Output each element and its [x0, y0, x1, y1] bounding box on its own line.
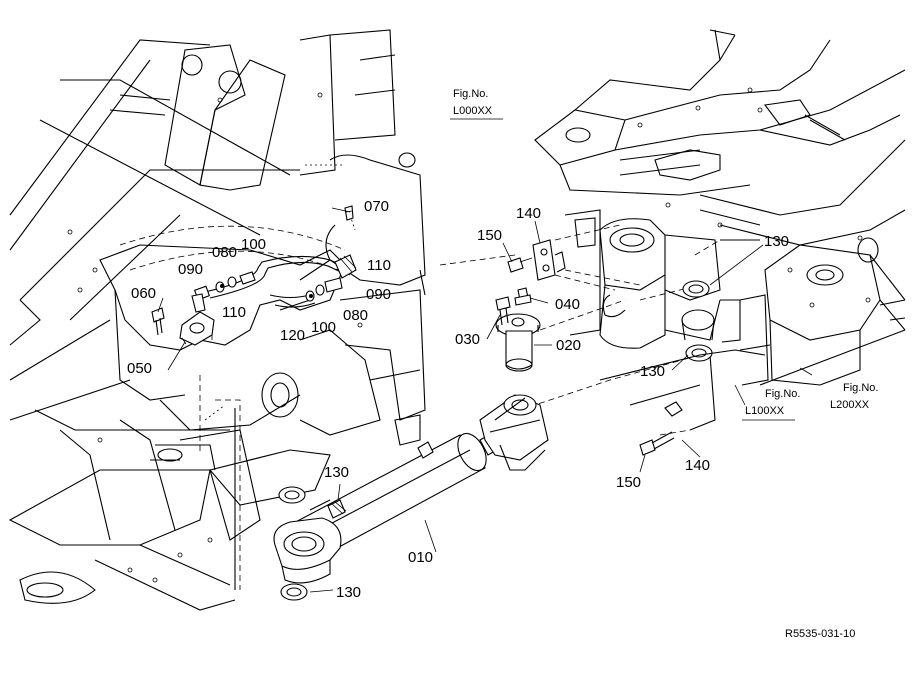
lower-fasteners: [639, 401, 683, 456]
swing-cylinder-010: [273, 394, 549, 584]
part-label-120: 120: [280, 327, 305, 344]
part-labels: 010 020 030 040 050 060 070 080 080 090 …: [127, 198, 789, 601]
hose-fittings: [191, 254, 357, 313]
part-label-060: 060: [131, 285, 156, 302]
leader-lines: [9, 164, 760, 590]
washers-130-cylinder: [278, 486, 308, 601]
part-label-090-upper: 090: [178, 261, 203, 278]
part-label-130-cyl-lower: 130: [336, 584, 361, 601]
part-label-030: 030: [455, 331, 480, 348]
part-label-130-pin-lower: 130: [640, 363, 665, 380]
part-label-140-upper: 140: [516, 205, 541, 222]
fig-ref-line1: Fig.No.: [453, 88, 488, 100]
drawing-code: R5535-031-10: [785, 628, 855, 640]
fig-ref-line2: L000XX: [453, 105, 493, 117]
main-frame-right: [534, 29, 906, 406]
fig-ref-l100: Fig.No. L100XX: [742, 388, 800, 421]
fig-ref-line1: Fig.No.: [843, 382, 878, 394]
part-label-070: 070: [364, 198, 389, 215]
part-label-080-upper: 080: [212, 244, 237, 261]
washers-130-pin: [681, 280, 715, 362]
part-label-130-cyl-upper: 130: [324, 464, 349, 481]
part-label-150-upper: 150: [477, 227, 502, 244]
part-label-130-pin-upper: 130: [764, 233, 789, 250]
fig-ref-leaders: [734, 367, 813, 406]
fig-ref-l000: Fig.No. L000XX: [450, 88, 503, 120]
fig-ref-line2: L200XX: [830, 399, 870, 411]
fig-ref-line1: Fig.No.: [765, 388, 800, 400]
part-label-110-right: 110: [367, 257, 391, 274]
part-label-090-lower: 090: [366, 286, 391, 303]
main-frame-left: [8, 29, 426, 611]
swing-pin-020: [495, 313, 541, 372]
plate-050: [179, 311, 215, 346]
part-label-100-lower: 100: [311, 319, 336, 336]
fig-ref-l200: Fig.No. L200XX: [830, 382, 878, 411]
part-label-040: 040: [555, 296, 580, 313]
part-label-140-lower: 140: [685, 457, 710, 474]
swing-bracket: [532, 209, 721, 349]
part-label-080-lower: 080: [343, 307, 368, 324]
part-label-020: 020: [556, 337, 581, 354]
label-leaders: [157, 207, 764, 593]
part-label-110-left: 110: [222, 304, 246, 321]
part-label-100-upper: 100: [241, 236, 266, 253]
part-label-150-lower: 150: [616, 474, 641, 491]
part-label-050: 050: [127, 360, 152, 377]
part-label-010: 010: [408, 549, 433, 566]
fig-ref-line2: L100XX: [745, 405, 785, 417]
